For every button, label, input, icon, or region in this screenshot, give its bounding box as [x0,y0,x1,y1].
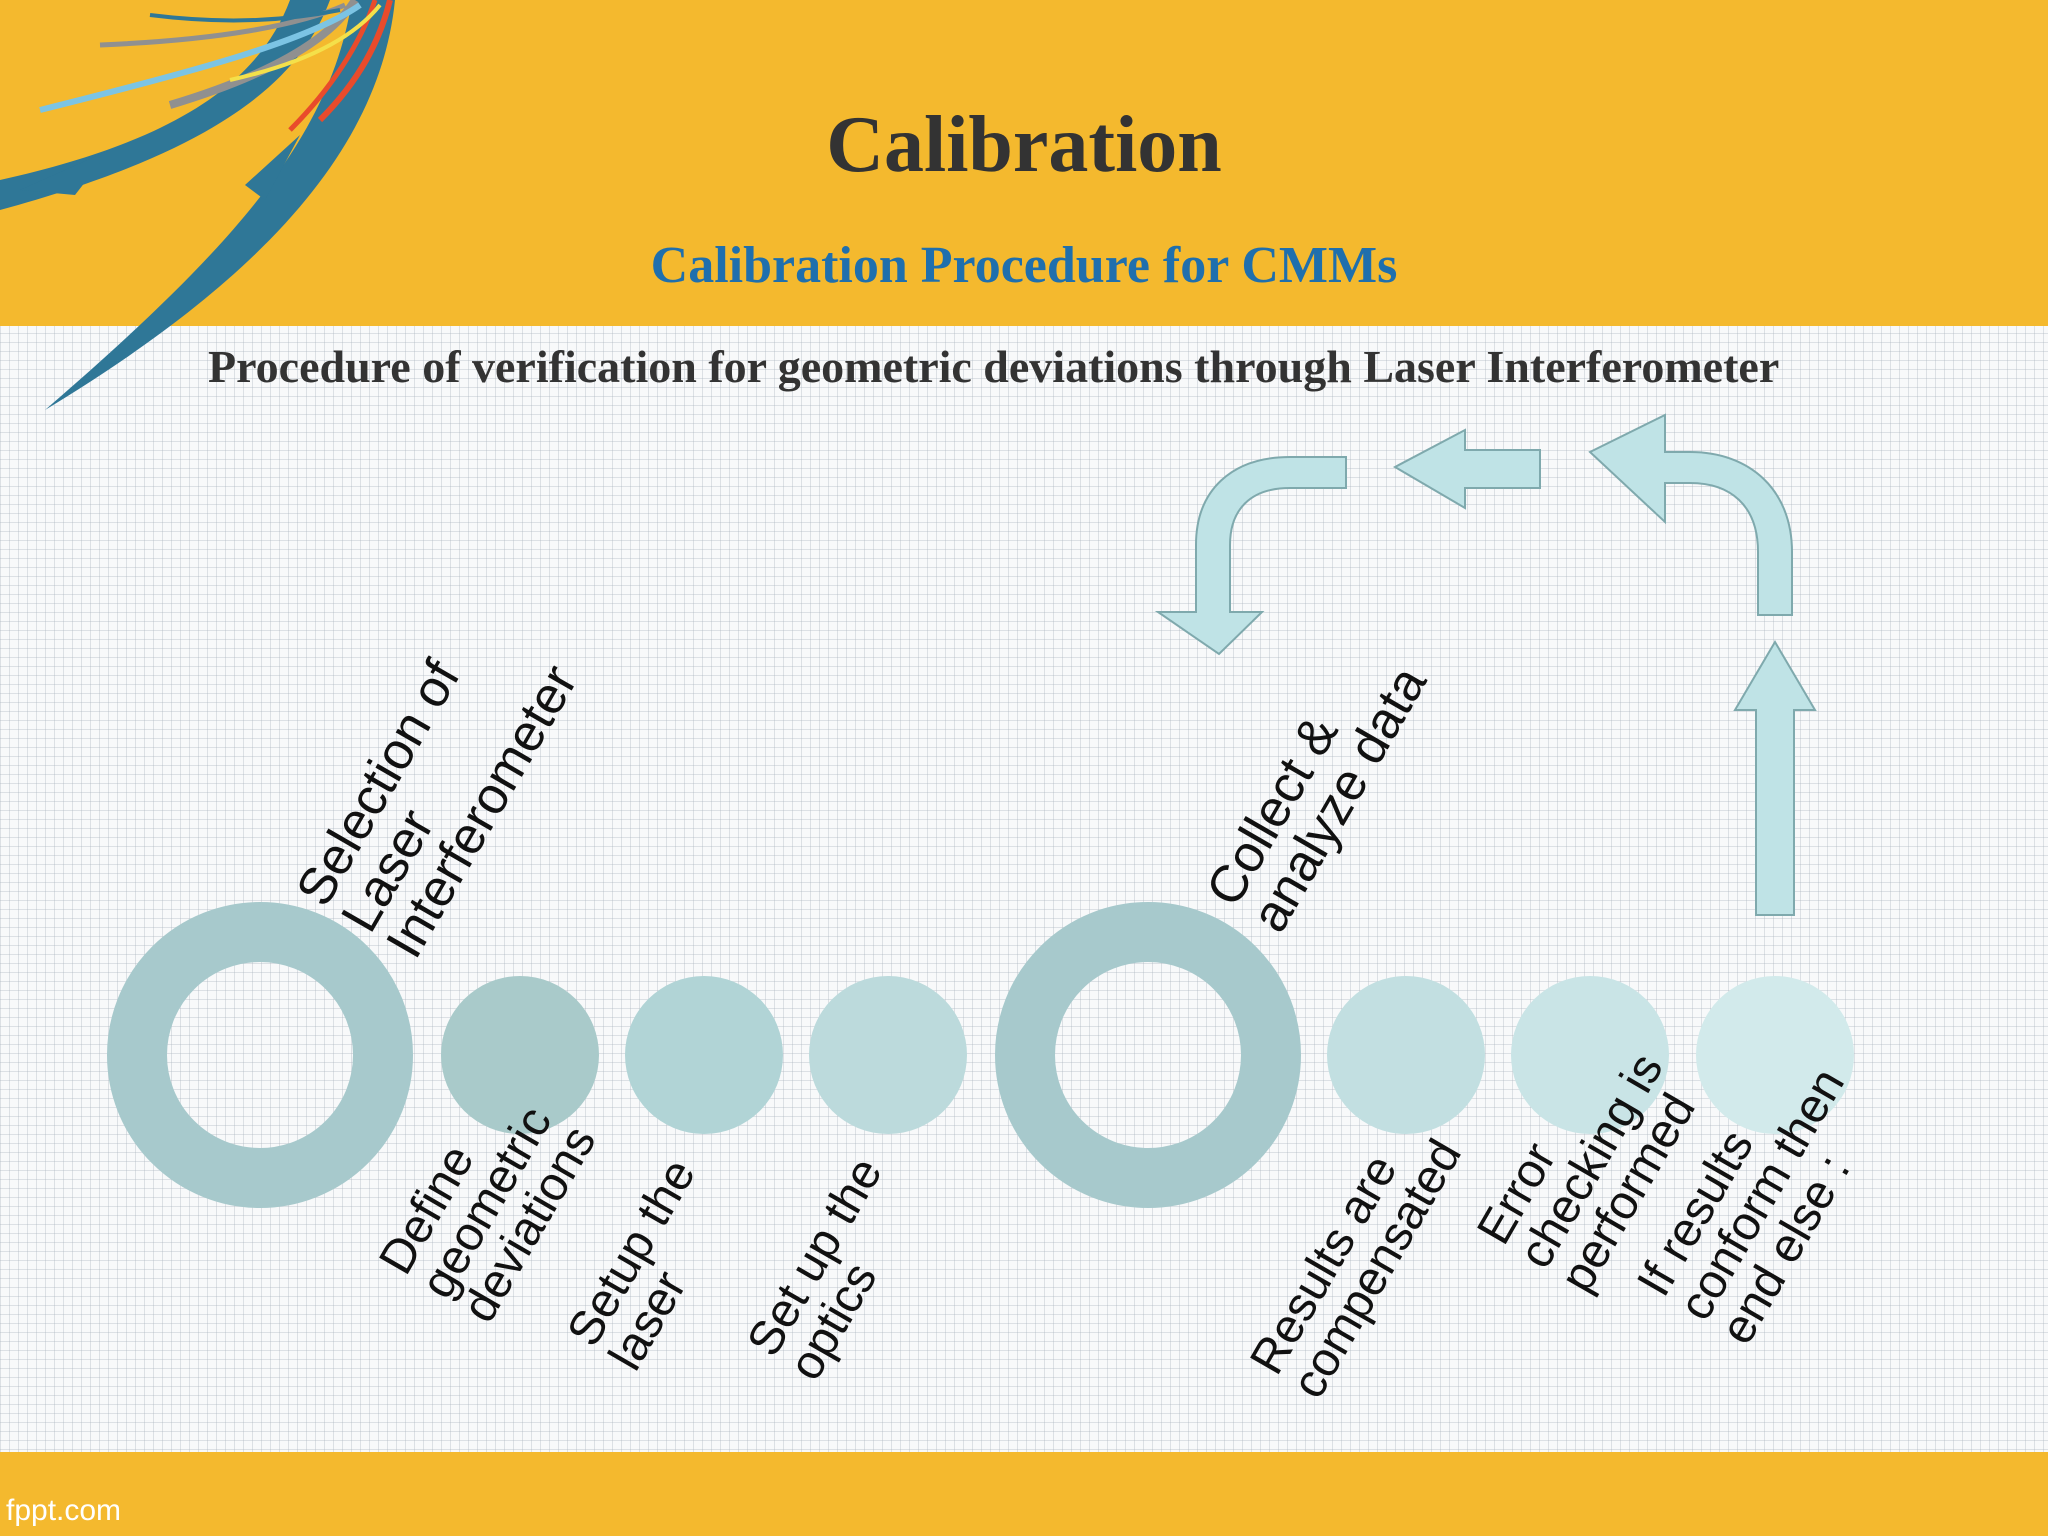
circle-step-4 [809,976,967,1134]
footer-band [0,1452,2048,1536]
circle-step-3 [625,976,783,1134]
up-arrow [1733,640,1817,916]
footer-brand: fppt.com [6,1494,122,1527]
circle-step-7 [1511,976,1669,1134]
ring-step-5 [995,902,1301,1208]
curved-left-down-arrow [1154,456,1347,656]
left-arrow [1392,428,1541,510]
circle-step-8 [1696,976,1854,1134]
decorative-arrows [0,0,395,410]
procedure-heading: Procedure of verification for geometric … [208,341,1780,392]
curved-up-left-arrow [1588,413,1793,616]
slide-subtitle: Calibration Procedure for CMMs [650,237,1398,294]
slide-title: Calibration [826,101,1222,189]
ring-step-1 [107,902,413,1208]
circle-step-6 [1327,976,1485,1134]
circle-step-2 [441,976,599,1134]
